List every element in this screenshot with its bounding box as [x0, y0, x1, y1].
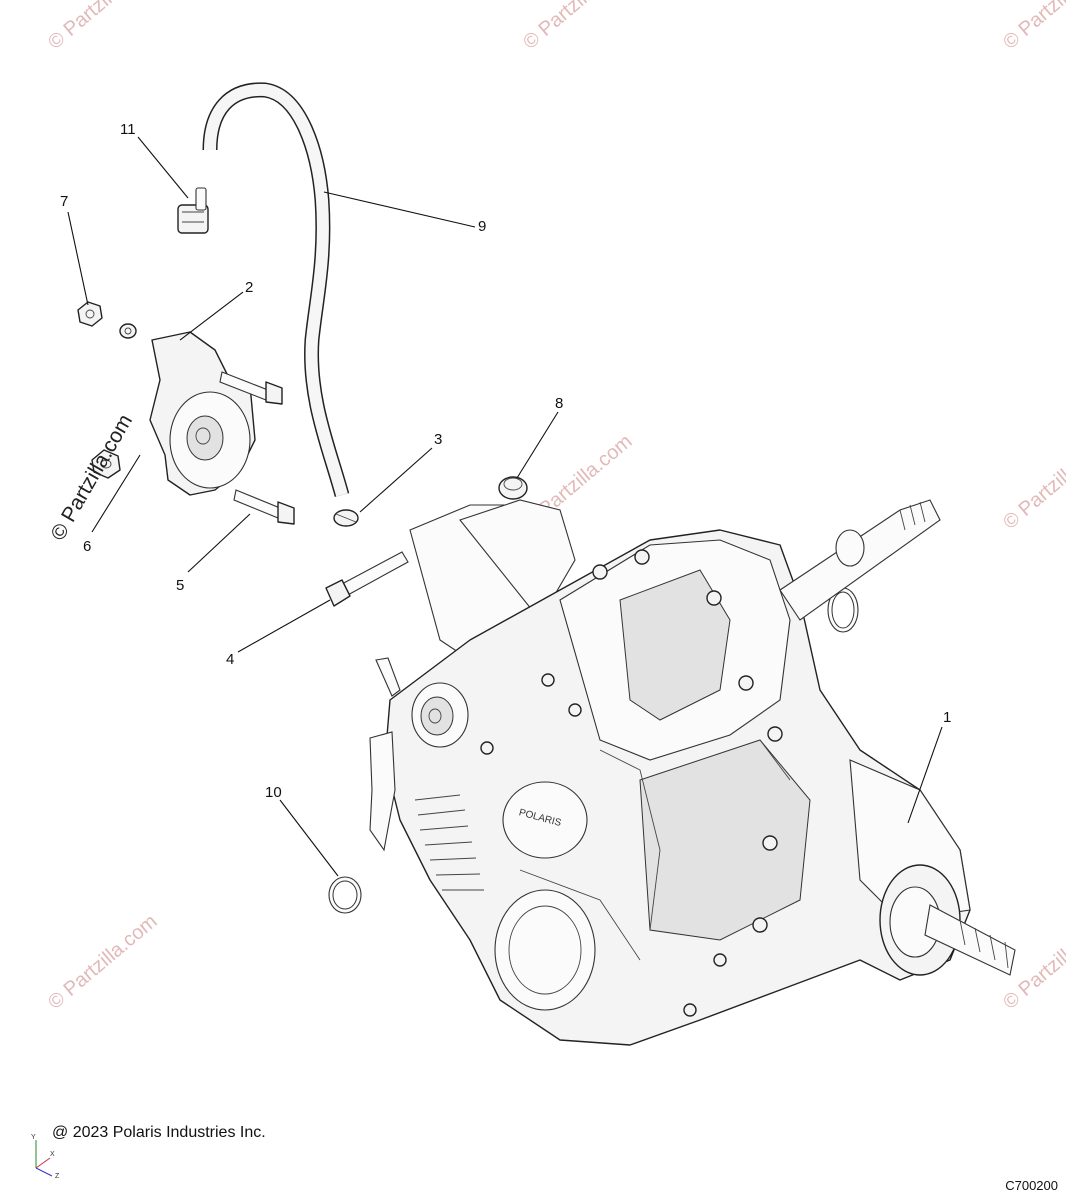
leader-line-2: [179, 291, 244, 341]
axis-z-label: Z: [55, 1173, 60, 1180]
axis-y-label: Y: [31, 1134, 36, 1141]
leader-lines: [67, 136, 943, 877]
watermark-vertical: © Partzilla.com: [46, 410, 137, 544]
bolt-upper: [219, 371, 283, 405]
grommet: [333, 509, 359, 527]
callout-3: 3: [434, 431, 442, 448]
leader-line-3: [359, 447, 433, 513]
bolt-5: [233, 489, 295, 525]
sensor-bracket: [149, 331, 256, 496]
hose-fitting: [177, 187, 209, 234]
leader-line-4: [237, 599, 331, 653]
callout-10: 10: [265, 784, 282, 801]
callout-11: 11: [120, 121, 136, 138]
bolt-long: [325, 551, 409, 607]
leader-line-7: [67, 211, 89, 306]
leader-line-1: [907, 726, 943, 824]
callout-6: 6: [83, 538, 91, 555]
o-ring-shaft: [827, 587, 859, 633]
callout-1: 1: [943, 709, 951, 726]
axis-x-label: X: [50, 1151, 55, 1158]
callout-8: 8: [555, 395, 563, 412]
case-bolts: [480, 549, 783, 1017]
callout-2: 2: [245, 279, 253, 296]
axis-triad: Y X Z: [31, 1134, 60, 1180]
leader-line-6: [91, 454, 141, 533]
flange-nut: [77, 301, 137, 339]
callout-4: 4: [226, 651, 234, 668]
leader-line-9: [323, 191, 476, 228]
transmission-assembly: POLARIS: [369, 499, 1016, 1046]
callout-9: 9: [478, 218, 486, 235]
leader-line-11: [137, 136, 189, 199]
watermark: © Partzilla.com: [519, 0, 636, 54]
leader-line-5: [187, 513, 251, 573]
watermark: © Partzilla.com: [44, 910, 161, 1013]
drain-plug: [498, 476, 528, 500]
watermark: © Partzilla.com: [44, 0, 161, 54]
nut-small: [91, 449, 121, 479]
diagram-code: C700200: [1005, 1178, 1058, 1193]
vent-hose: [202, 82, 350, 497]
callout-labels: 11 7 2 9 6 5 3 4 8 1 10: [60, 121, 951, 801]
watermark: © Partzilla.com: [999, 0, 1066, 54]
watermark: © Partzilla.com: [999, 430, 1066, 533]
leader-line-10: [279, 799, 339, 877]
copyright-notice: @ 2023 Polaris Industries Inc.: [52, 1124, 266, 1141]
leader-line-8: [516, 411, 559, 479]
o-ring-10: [328, 876, 362, 914]
callout-7: 7: [60, 193, 68, 210]
callout-5: 5: [176, 577, 184, 594]
